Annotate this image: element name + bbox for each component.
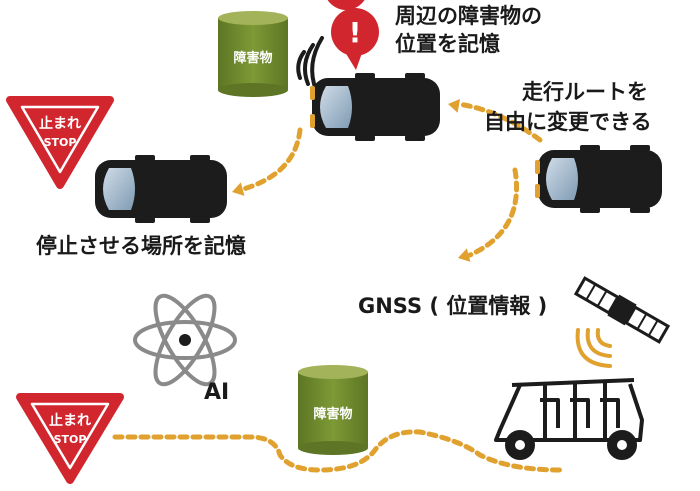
route-arrows bbox=[112, 101, 563, 473]
svg-text:障害物: 障害物 bbox=[313, 406, 352, 422]
ai-atom-icon bbox=[133, 293, 237, 387]
golf-cart-icon bbox=[494, 378, 644, 460]
route-change-label-line2: 自由に変更できる bbox=[484, 110, 652, 134]
car-center-icon bbox=[310, 73, 440, 141]
obstacle-barrel-bottom: 障害物 bbox=[298, 365, 368, 455]
svg-text:STOP: STOP bbox=[54, 433, 87, 446]
obstacle-memory-label-line2: 位置を記憶 bbox=[395, 32, 500, 56]
barrel-top-label: 障害物 bbox=[233, 50, 272, 66]
stop-sign-top-icon: 止まれ STOP bbox=[6, 96, 114, 189]
svg-text:STOP: STOP bbox=[44, 136, 77, 149]
arrowhead-left bbox=[230, 182, 245, 199]
gnss-label: GNSS ( 位置情報 ) bbox=[358, 294, 548, 318]
arrowhead-center bbox=[446, 97, 461, 113]
satellite-icon bbox=[573, 276, 671, 368]
ai-label: AI bbox=[204, 380, 230, 405]
obstacle-barrel-top: 障害物 bbox=[218, 11, 288, 97]
arrowhead-lower bbox=[456, 248, 471, 265]
svg-text:止まれ: 止まれ bbox=[49, 412, 91, 429]
car-right-icon bbox=[535, 145, 662, 213]
bottom-route bbox=[112, 429, 563, 473]
arrow-from-right-to-center-car bbox=[455, 101, 543, 143]
stop-sign-bottom-icon: 止まれ STOP bbox=[16, 393, 124, 484]
arrow-right-curve-down bbox=[467, 167, 519, 258]
alert-icon: ! bbox=[327, 0, 379, 70]
obstacle-memory-label-line1: 周辺の障害物の bbox=[395, 4, 542, 28]
car-left-icon bbox=[95, 155, 227, 223]
arrow-to-stop-car bbox=[237, 127, 303, 193]
stop-memory-label: 停止させる場所を記憶 bbox=[36, 234, 246, 258]
svg-text:止まれ: 止まれ bbox=[39, 115, 81, 132]
route-change-label-line1: 走行ルートを bbox=[522, 80, 648, 104]
svg-text:!: ! bbox=[349, 16, 362, 49]
